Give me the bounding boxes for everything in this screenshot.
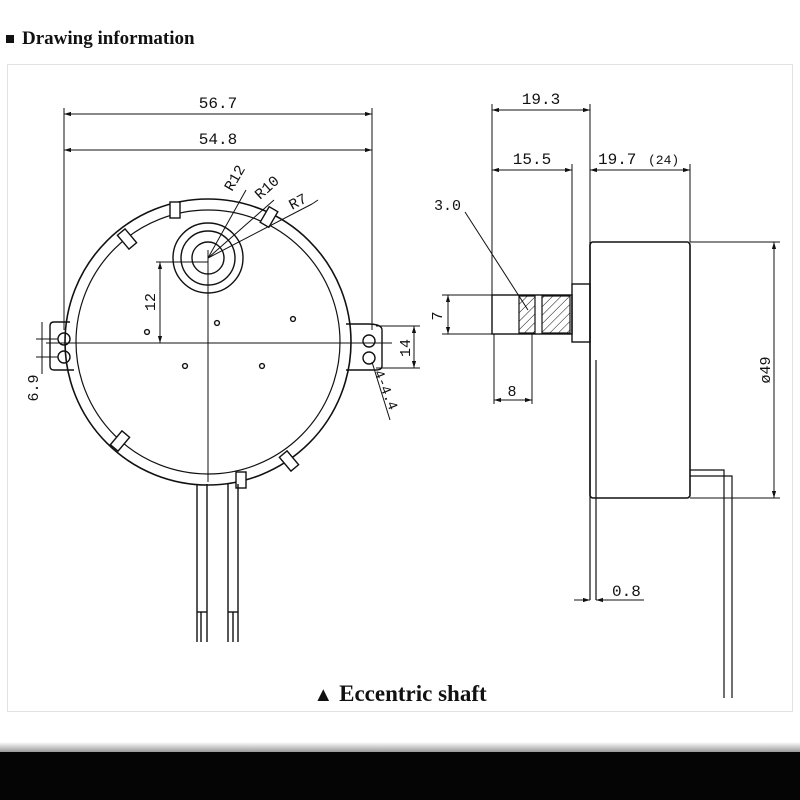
label-r7: R7 [286,191,310,214]
label-shaft-dia: 7 [430,311,447,320]
leader-flat [464,211,529,311]
label-r12: R12 [222,163,250,195]
side-lead-wire [690,469,733,698]
caption-text: Eccentric shaft [339,681,487,706]
label-r10: R10 [252,173,283,204]
small-hole [289,315,297,323]
small-hole [258,362,266,370]
label-overall-width: 56.7 [199,95,237,113]
small-hole [213,319,221,327]
label-body-depth-alt: (24) [648,153,679,168]
rim-notch [116,227,138,251]
drawing-frame [7,64,793,712]
label-plate: 0.8 [612,583,641,601]
triangle-icon: ▲ [313,684,334,706]
motor-body-side [589,241,691,499]
label-flat: 3.0 [434,198,461,215]
label-left-hole: 6.9 [26,374,43,401]
leader-hole-dia [371,361,391,421]
motor-body-outline [64,198,352,486]
left-mount-hole [57,350,71,364]
lead-wires [196,484,239,642]
right-mount-hole [362,334,376,348]
rim-notch [259,205,279,229]
section-header: Drawing information [6,28,195,50]
label-total-depth: 19.3 [522,91,560,109]
bottom-bar [0,752,800,800]
leader-r12 [207,189,247,259]
leader-r7 [207,203,313,259]
right-mount-hole [362,351,376,365]
label-shaft-length: 15.5 [513,151,551,169]
label-shaft-offset: 12 [143,293,160,311]
label-hole-dia: 4-4.4 [369,368,400,413]
rim-notch [169,201,181,219]
square-bullet-icon [6,35,14,43]
label-body-depth: 19.7 [598,151,636,169]
side-view [442,104,780,698]
section-title: Drawing information [22,28,195,49]
rim-notch [278,449,300,473]
right-mount-ear [346,323,383,371]
label-mount-height: 14 [398,339,415,357]
left-mount-ear [49,321,74,371]
front-plate [571,283,591,343]
leader-r10 [207,199,275,259]
front-view [36,108,420,642]
figure-caption: ▲Eccentric shaft [0,681,800,707]
label-flat-len: 8 [507,384,516,401]
label-body-width: 54.8 [199,131,237,149]
rim-notch [109,429,131,453]
small-hole [143,328,151,336]
small-hole [181,362,189,370]
rim-notch [235,471,247,489]
shaft-flat-1 [518,295,536,334]
shaft-flat-2 [541,295,571,334]
label-diameter: ø49 [758,356,775,383]
bottom-gradient [0,742,800,752]
